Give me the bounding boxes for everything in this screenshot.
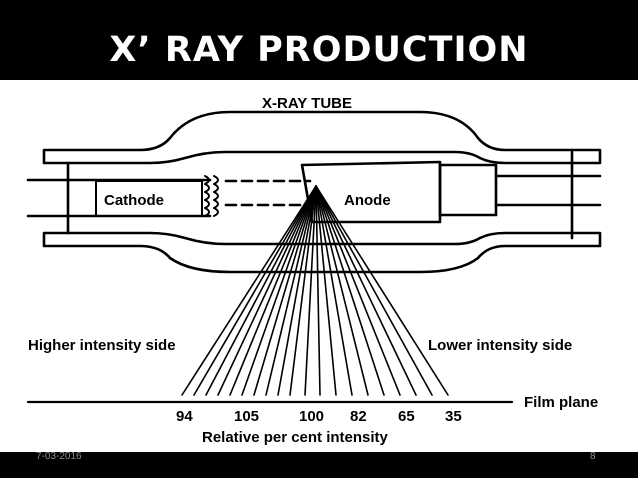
intensity-value: 94 [176, 408, 193, 425]
lower-intensity-label: Lower intensity side [428, 337, 572, 354]
tube-envelope-lower [42, 231, 602, 274]
title-bar [0, 0, 638, 80]
intensity-value: 82 [350, 408, 367, 425]
tube-envelope [42, 110, 602, 165]
xray-beam [181, 185, 449, 396]
slide-title: X’ RAY PRODUCTION [109, 30, 529, 70]
intensity-value: 105 [234, 408, 259, 425]
slide-page-number: 8 [590, 451, 596, 462]
intensity-value: 35 [445, 408, 462, 425]
film-plane-label: Film plane [524, 394, 598, 411]
cathode-label: Cathode [104, 192, 164, 209]
filament-coil [204, 175, 219, 217]
tube-label: X-RAY TUBE [262, 95, 352, 112]
anode-label: Anode [344, 192, 391, 209]
intensity-value: 100 [299, 408, 324, 425]
higher-intensity-label: Higher intensity side [28, 337, 176, 354]
intensity-value: 65 [398, 408, 415, 425]
anode-stem [438, 163, 498, 217]
footer-bar [0, 452, 638, 478]
cathode-block [95, 180, 203, 217]
slide-date: 7-03-2016 [36, 451, 82, 462]
intensity-axis-label: Relative per cent intensity [202, 429, 389, 446]
